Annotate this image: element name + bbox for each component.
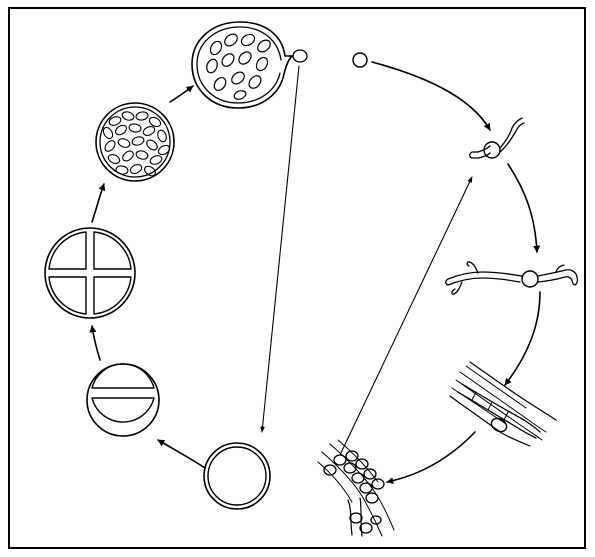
- arrow-release-to-resting-sporangium: [262, 66, 299, 432]
- two-cell-sporangium-icon: [87, 364, 159, 436]
- arrow-germination-to-branching: [508, 164, 537, 252]
- four-cell-sporangium-icon: [45, 228, 135, 318]
- released-zoospore: [293, 50, 307, 62]
- arrow-spore-to-germination: [372, 62, 490, 130]
- arrow-resting-cells-to-germination: [340, 177, 472, 455]
- germinating-spore-icon: [470, 118, 524, 158]
- arrow-two-cell-to-four-cell: [92, 326, 100, 360]
- hyphae-in-host-tissue-icon: [450, 362, 556, 446]
- resting-sporangium-icon: [204, 443, 270, 509]
- zoospore-cluster-releasing: [205, 32, 273, 101]
- arrow-tissue-to-resting-cells: [387, 432, 475, 482]
- releasing-sporangium-icon: [192, 22, 307, 108]
- spore-icon: [353, 53, 367, 67]
- mature-sporangium-icon: [96, 103, 174, 181]
- branching-hypha-icon: [446, 262, 578, 294]
- arrow-branching-to-tissue: [505, 292, 540, 385]
- arrow-four-cell-to-mature: [92, 184, 104, 222]
- arrow-mature-to-releasing: [170, 86, 193, 102]
- arrow-resting-to-two-cell: [158, 440, 205, 468]
- hyphae-with-resting-cells-icon: [318, 440, 394, 536]
